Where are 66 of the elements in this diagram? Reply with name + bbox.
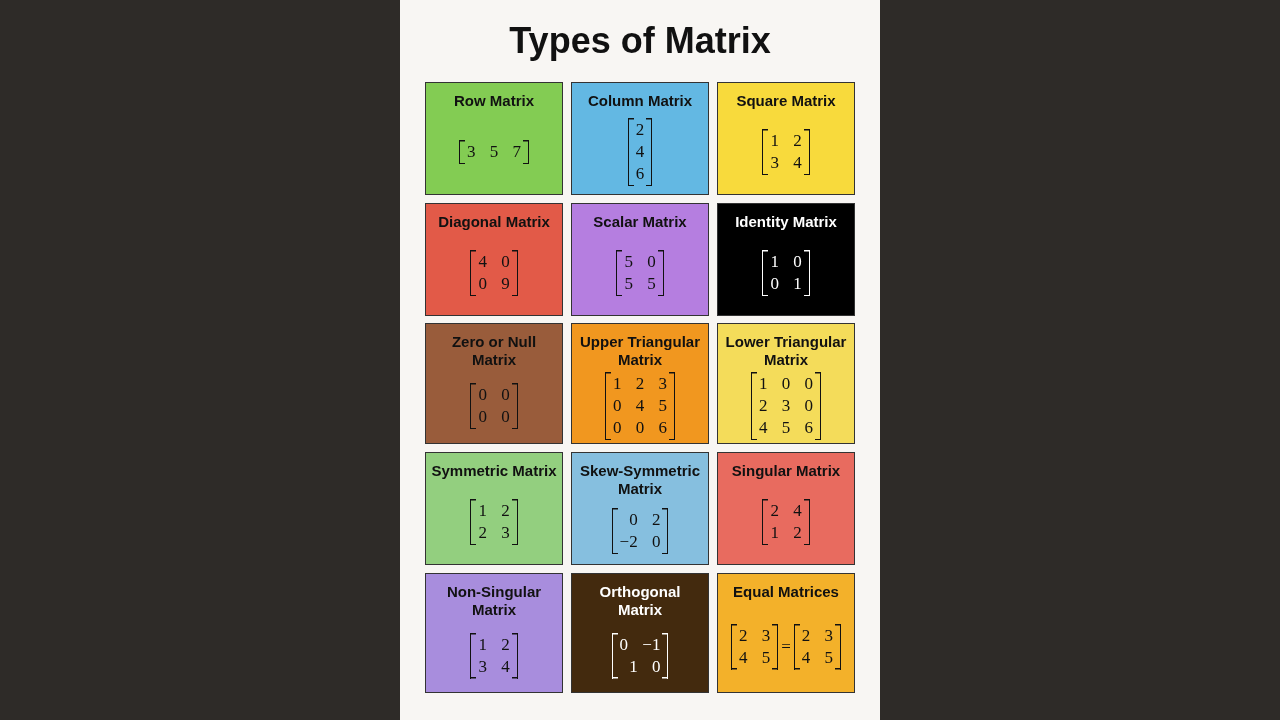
matrix-card xyxy=(717,573,855,693)
matrix-card xyxy=(425,82,563,195)
card-heading: Identity Matrix xyxy=(734,213,838,231)
card-heading: Skew-Symmetric Matrix xyxy=(578,462,702,498)
matrix-card xyxy=(717,203,855,316)
card-heading: Scalar Matrix xyxy=(592,213,688,231)
matrix-card xyxy=(571,452,709,565)
matrix-row: 3 5 7 xyxy=(467,141,521,163)
card-heading: Column Matrix xyxy=(586,92,694,110)
matrix-card xyxy=(425,203,563,316)
matrix-row: 1 2 xyxy=(478,633,510,656)
card-heading: Equal Matrices xyxy=(732,583,840,601)
matrix-row: 5 0 xyxy=(624,251,656,273)
matrix-row: 0 2 xyxy=(629,509,661,531)
matrix-row: 2 3 xyxy=(801,624,834,647)
matrix-card xyxy=(571,323,709,444)
matrix-row: 1 0 xyxy=(770,251,802,273)
matrix-row: 3 4 xyxy=(478,655,510,678)
title: Types of Matrix xyxy=(508,20,772,62)
card-heading: Symmetric Matrix xyxy=(430,462,558,480)
matrix-row: 6 xyxy=(635,163,645,185)
matrix-row: 0 0 xyxy=(478,384,510,406)
card-heading: Row Matrix xyxy=(453,92,535,110)
matrix-row: 1 2 xyxy=(770,522,802,544)
matrix-card xyxy=(571,203,709,316)
card-heading: Upper Triangular Matrix xyxy=(579,333,701,369)
card-heading: Orthogonal Matrix xyxy=(598,583,682,619)
matrix-row: 0 0 xyxy=(478,406,510,428)
matrix-row: 0 4 5 xyxy=(613,395,667,417)
matrix-card xyxy=(571,82,709,195)
matrix-row: 2 3 xyxy=(738,624,771,647)
matrix-row: 2 3 xyxy=(478,522,510,544)
matrix-row: 0 1 xyxy=(770,273,802,295)
matrix-row: 2 xyxy=(635,119,645,141)
card-heading: Square Matrix xyxy=(735,92,837,110)
matrix-row: 3 4 xyxy=(770,152,802,174)
matrix-card xyxy=(425,323,563,444)
matrix-card xyxy=(571,573,709,693)
matrix-row: 0 0 6 xyxy=(613,417,667,439)
matrix-row: 4 5 xyxy=(738,646,771,669)
card-heading: Diagonal Matrix xyxy=(437,213,551,231)
matrix-row: 5 5 xyxy=(624,273,656,295)
matrix-card xyxy=(425,573,563,693)
matrix-row: 4 0 xyxy=(478,251,510,273)
matrix-card xyxy=(717,452,855,565)
card-heading: Non-Singular Matrix xyxy=(445,583,543,619)
matrix-row: 1 0 0 xyxy=(759,373,813,395)
card-heading: Lower Triangular Matrix xyxy=(724,333,848,369)
card-heading: Singular Matrix xyxy=(730,462,842,480)
matrix-row: 1 2 xyxy=(478,500,510,522)
matrix-card xyxy=(717,82,855,195)
matrix-row: 1 2 3 xyxy=(613,373,667,395)
matrix-row: 1 0 xyxy=(629,655,661,678)
equals-sign: = xyxy=(781,636,791,657)
matrix-row: 4 xyxy=(635,141,645,163)
matrix-card xyxy=(717,323,855,444)
matrix-card xyxy=(425,452,563,565)
matrix-row: 0 −1 xyxy=(619,633,661,656)
matrix-row: −2 0 xyxy=(619,531,661,553)
matrix-row: 4 5 6 xyxy=(759,417,813,439)
matrix-row: 2 3 0 xyxy=(759,395,813,417)
card-heading: Zero or Null Matrix xyxy=(450,333,538,369)
matrix-row: 0 9 xyxy=(478,273,510,295)
matrix-row: 1 2 xyxy=(770,130,802,152)
matrix-row: 2 4 xyxy=(770,500,802,522)
matrix-row: 4 5 xyxy=(801,646,834,669)
